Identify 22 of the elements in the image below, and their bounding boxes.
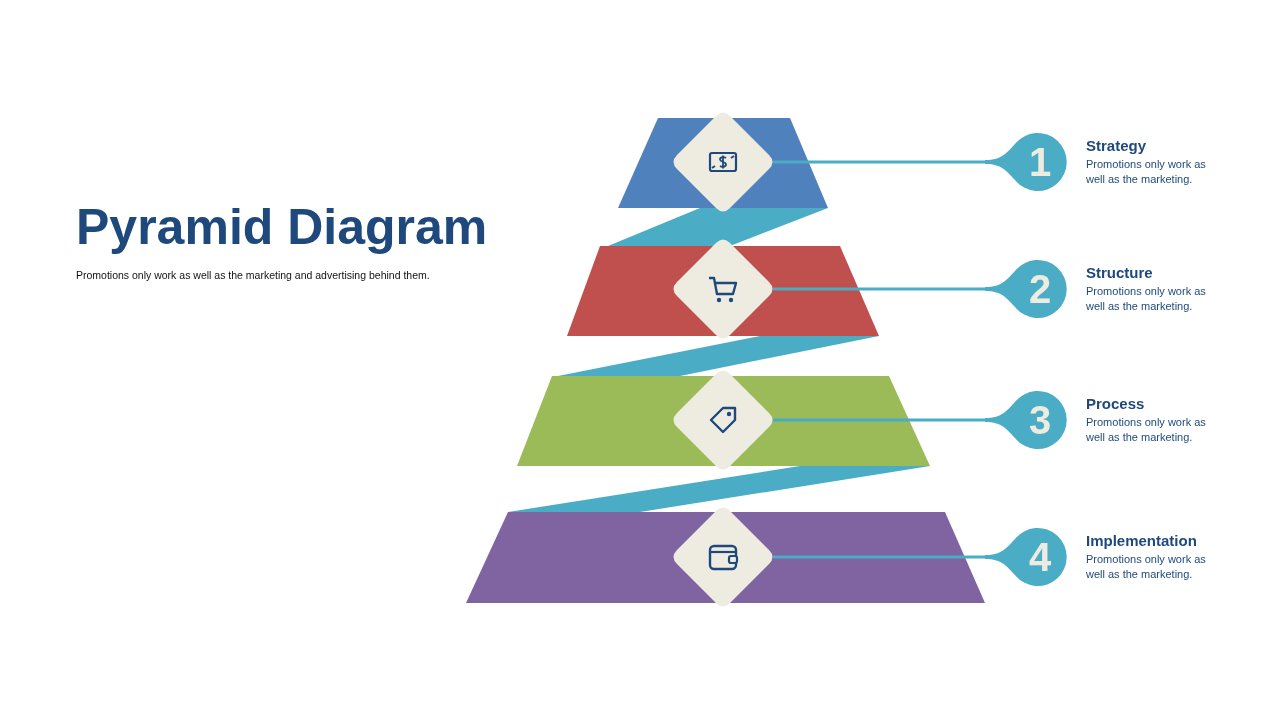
rounded-diamond	[673, 239, 773, 339]
connector-line	[773, 160, 985, 164]
description: Promotions only work as well as the marketing.	[1086, 552, 1207, 582]
connector-line	[773, 555, 985, 559]
number-label: 4	[1027, 534, 1053, 580]
number-label: 3	[1027, 397, 1053, 443]
heading: Implementation	[1086, 532, 1197, 549]
description: Promotions only work as well as the marketing.	[1086, 284, 1207, 314]
heading: Process	[1086, 395, 1145, 412]
title: Pyramid Diagram	[76, 198, 488, 256]
rounded-diamond	[673, 370, 773, 470]
subtitle: Promotions only work as well as the marketing and advertising behind them.	[76, 269, 430, 281]
heading: Strategy	[1086, 137, 1147, 154]
connector-line	[773, 418, 985, 422]
description: Promotions only work as well as the marketing.	[1086, 157, 1207, 187]
heading: Structure	[1086, 264, 1153, 281]
connector-line	[773, 287, 985, 291]
description: Promotions only work as well as the marketing.	[1086, 415, 1207, 445]
number-label: 1	[1027, 139, 1053, 185]
number-label: 2	[1027, 266, 1053, 312]
rounded-diamond	[673, 507, 773, 607]
rounded-diamond	[673, 112, 773, 212]
